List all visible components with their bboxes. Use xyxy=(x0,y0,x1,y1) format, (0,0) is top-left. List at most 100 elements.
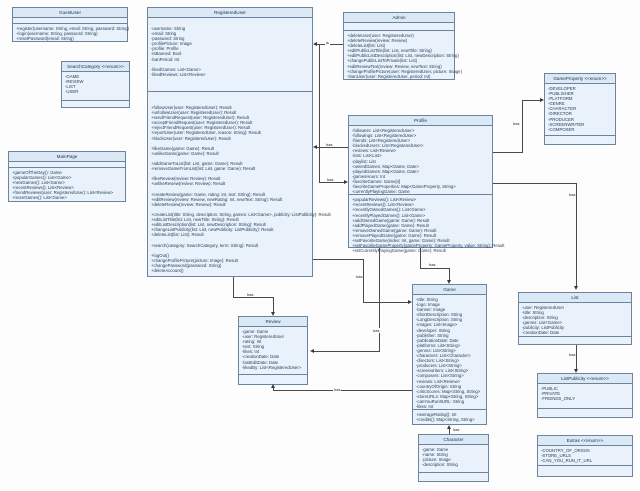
connector-segment xyxy=(313,259,363,260)
member-line: -COMPOSER xyxy=(548,126,575,132)
arrowhead xyxy=(447,425,451,429)
member-line: +changeListPublicity(list: List, newPubl… xyxy=(151,227,274,233)
member-line: -banPeriod: Int xyxy=(151,56,180,62)
member-line: -profilePicture: Image xyxy=(151,41,192,47)
class-empty-section xyxy=(239,374,307,384)
member-line: -playlist: List xyxy=(352,158,376,164)
member-line: -user: RegisteredUser xyxy=(522,305,565,310)
member-line: +deleteReview(review: Review) xyxy=(347,38,408,44)
class-main-page[interactable]: MainPage +gameOfTheDay(): Game+popularGa… xyxy=(8,151,126,202)
arrowhead xyxy=(313,42,317,46)
connector-segment xyxy=(449,428,450,434)
class-game[interactable]: Game -title: String-logo: Image-banner: … xyxy=(412,284,487,425)
class-methods: +popularReviews(): List<Review>+recentRe… xyxy=(349,194,504,254)
member-line: -reviews: List<Review> xyxy=(416,378,461,384)
member-line: -ownedGames: Map<Game, Date> xyxy=(352,163,419,169)
member-line: +search(category: SearchCategory, term: … xyxy=(151,242,259,248)
member-line: +unlikeGame(game: Game): Result xyxy=(151,150,219,156)
connector-segment xyxy=(273,390,412,391)
class-search-category[interactable]: SearchCategory <<enum>> -GAME-REVIEW-LIS… xyxy=(61,61,130,108)
connector-segment xyxy=(317,147,348,148)
member-line: -publicationDate: Date xyxy=(416,337,459,343)
class-profile[interactable]: Profile -followers: List<RegisteredUser>… xyxy=(348,115,504,253)
connector-segment xyxy=(522,100,540,101)
class-list[interactable]: List -user: RegisteredUser-title: String… xyxy=(518,292,632,345)
connector-label: has xyxy=(512,121,521,126)
class-methods: +register(username: String, email: Strin… xyxy=(13,23,130,41)
member-line: +credits(): Map<String, String> xyxy=(416,417,475,423)
member-line: -text: String xyxy=(242,344,264,350)
class-empty-section xyxy=(62,100,129,107)
class-review[interactable]: Review -game: Game-user: RegisteredUser-… xyxy=(238,316,308,385)
member-line: -producers: List<String> xyxy=(416,363,462,369)
class-methods: +deleteUser(user: RegisteredUser)+delete… xyxy=(344,30,462,79)
member-line: +reportUser(user: RegisteredUser, reason… xyxy=(151,130,261,136)
member-line: +rejectFriendRequest(user: RegisteredUse… xyxy=(151,125,251,131)
connector-label: has xyxy=(325,142,334,147)
member-line: +logOut() xyxy=(151,252,170,258)
class-guest-user[interactable]: GuestUser +register(username: String, em… xyxy=(12,7,130,42)
member-line: -followers: List<RegisteredUser> xyxy=(352,128,415,133)
member-line: -canYouRunItURL: String xyxy=(416,398,465,404)
member-line: -playedGames: Map<Game, Date> xyxy=(352,168,419,174)
connector-label: is xyxy=(325,40,330,45)
member-line: -CHARACTER xyxy=(548,106,577,112)
connector-segment xyxy=(273,388,274,391)
connector-segment xyxy=(493,183,576,184)
class-methods: +averageRating(): Int+credits(): Map<Str… xyxy=(413,409,486,424)
member-line: +likeReview(review: Review): Result xyxy=(151,176,221,182)
class-character[interactable]: Character -game: Game-name: String-pictu… xyxy=(418,434,489,482)
member-line: -LIST xyxy=(65,84,76,90)
connector-label: has xyxy=(568,192,577,197)
member-line: -title: String xyxy=(522,310,544,316)
member-line: +editPublicListDescription(list: List, n… xyxy=(347,53,459,59)
member-line: -friends: List<RegisteredUser> xyxy=(352,138,411,144)
member-line: -isBanned: Bool xyxy=(151,51,182,57)
member-line: +editPublicListTitle(list: List, newTitl… xyxy=(347,48,432,54)
connector-segment xyxy=(576,345,577,369)
member-line: -description: String xyxy=(522,315,558,321)
class-title: Admin xyxy=(344,13,454,23)
member-line: -games: List<Game> xyxy=(522,320,563,326)
arrowhead xyxy=(344,180,348,184)
member-line: -DIRECTOR xyxy=(548,111,572,117)
member-line: +unfollowUser(user: RegisteredUser): Res… xyxy=(151,110,237,116)
member-line: +setCurrentlyPlayingGame(game: Game): Re… xyxy=(352,248,446,254)
member-line: +unlikeReview(review: Review): Result xyxy=(151,181,226,187)
member-line: +blockUser(user: RegisteredUser): Result xyxy=(151,135,231,141)
connector-segment xyxy=(273,297,274,312)
member-line: -likes: Int xyxy=(242,349,260,355)
member-line: -name: String xyxy=(422,452,448,458)
class-attributes: -game: Game-name: String-picture: Image-… xyxy=(419,445,488,472)
class-attributes: -title: String-logo: Image-banner: Image… xyxy=(413,295,486,409)
class-game-property[interactable]: GameProperty <<enum>> -DEVELOPER-PUBLISH… xyxy=(544,73,616,145)
member-line: +deleteUser(user: RegisteredUser) xyxy=(347,33,414,38)
class-title: Review xyxy=(239,317,307,327)
class-registered-user[interactable]: RegisteredUser -username: String-email: … xyxy=(147,7,331,277)
member-line: +removeGameFromList(list: List, game: Ga… xyxy=(151,166,256,172)
class-extras[interactable]: Extras <<enum>> -COUNTRY_OF_ORIGIN-STORE… xyxy=(537,435,633,477)
member-line: +register(username: String, email: Strin… xyxy=(16,26,130,31)
member-line: -favoriteGames: Game[4] xyxy=(352,178,401,184)
class-empty-section xyxy=(419,472,488,481)
member-line: +banUser(user: RegisteredUser, period: I… xyxy=(347,73,431,79)
enum-values: -PUBLIC-PRIVATE-FRIENDS_ONLY xyxy=(538,384,632,408)
class-attributes: -followers: List<RegisteredUser>-followi… xyxy=(349,126,492,194)
member-line: +sendFriendRequest(user: RegisteredUser)… xyxy=(151,115,250,121)
connector-label: has xyxy=(372,328,381,333)
member-line: +setFavoriteGame(index: Int, game: Game)… xyxy=(352,237,450,243)
connector-label: has xyxy=(355,274,364,279)
member-line: +likeGame(game: Game): Result xyxy=(151,145,214,151)
connector-label: has xyxy=(246,292,255,297)
class-admin[interactable]: Admin +deleteUser(user: RegisteredUser)+… xyxy=(343,12,462,80)
member-line: +gameOfTheDay(): Game xyxy=(12,170,62,175)
class-list-publicity[interactable]: ListPublicity <<enum>> -PUBLIC-PRIVATE-F… xyxy=(537,373,633,418)
member-line: +changeProfilePicture(user: RegisteredUs… xyxy=(347,68,462,74)
member-line: +recentlyPlayedGames(): List<Game> xyxy=(352,212,426,218)
member-line: -STORE_URLS xyxy=(541,453,572,459)
member-line: +deleteList(list: List): Result xyxy=(151,232,204,238)
member-line: -platforms: List<String> xyxy=(416,342,461,348)
connector-segment xyxy=(319,182,344,183)
member-line: -publicity: ListPublicity xyxy=(522,325,565,331)
member-line: -FRIENDS_ONLY xyxy=(541,396,576,402)
